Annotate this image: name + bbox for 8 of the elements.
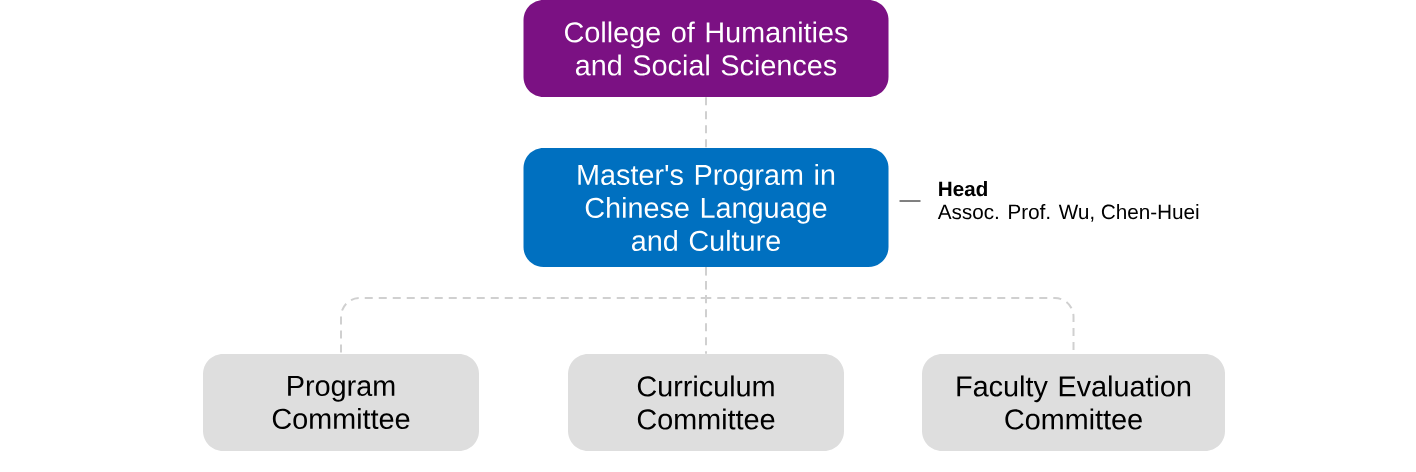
- role-heading: Head: [939, 181, 987, 197]
- program-box: Master's Program in Chinese Language and Culture: [523, 148, 889, 267]
- parent-unit-box: College of Humanities and Social Sciences: [523, 0, 889, 97]
- person-name: Assoc. Prof. Wu, Chen-Huei: [937, 204, 1199, 222]
- committee-box: Curriculum Committee: [568, 354, 844, 451]
- committee-box: Program Committee: [203, 354, 479, 451]
- committee-box: Faculty Evaluation Committee: [922, 354, 1225, 451]
- dashed-connector: [705, 96, 707, 149]
